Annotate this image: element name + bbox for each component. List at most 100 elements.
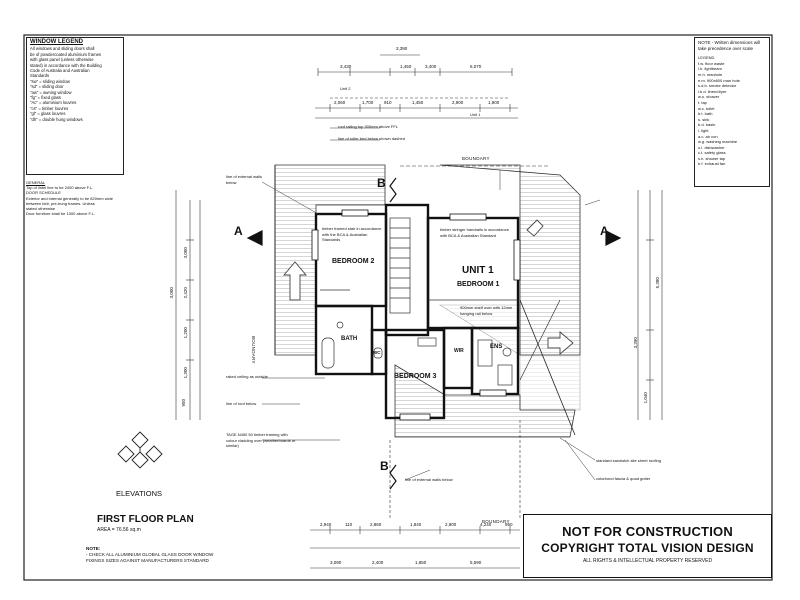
- unit-label: Unit 1: [470, 112, 481, 117]
- dim-label: 2,900: [452, 100, 464, 105]
- legend-line: "aw" = awning window: [30, 89, 72, 95]
- annotation-robe: 900mm shelf over with 12mm hanging rail …: [460, 305, 513, 316]
- dim-label: 950: [180, 399, 186, 407]
- dim-label: 1,850: [415, 560, 427, 565]
- plan-notes-title: NOTE:: [86, 546, 101, 551]
- dim-label: 1,450: [400, 64, 412, 69]
- room-label-bedroom-2: BEDROOM 2: [332, 258, 375, 265]
- general-line: Door furniture shall be 1000 above F.L.: [26, 211, 95, 217]
- general-line: DOOR SCHEDULE: [26, 190, 61, 196]
- notes-line: e.m. 900x600 man hole: [698, 77, 740, 83]
- dim-label: 2,400: [372, 560, 384, 565]
- notes-line: w.o. shower: [698, 94, 720, 100]
- plan-notes: NOTE: - CHECK ALL ALUMINIUM GLOBAL GLASS…: [86, 546, 256, 564]
- notes-line: m.h. manhole: [698, 71, 723, 77]
- dim-label: 5,380: [654, 277, 660, 289]
- room-label-bedroom-3: BEDROOM 3: [394, 373, 437, 380]
- annotation-stair: timber framed stair in accordance with t…: [322, 226, 382, 243]
- legend-line: with glass panel (unless otherwise: [30, 57, 94, 63]
- legend-line: "fg" = fixed glass: [30, 95, 62, 101]
- annotation-handrail: timber stringer handrails in accordance …: [440, 227, 509, 238]
- annotation-raked-ceiling: raked ceiling as outside: [226, 374, 268, 379]
- dim-label: 2,060: [334, 100, 346, 105]
- dim-label: 6,070: [470, 64, 482, 69]
- notes-line: s.h. shower tap: [698, 155, 726, 161]
- annotation-roller-bed: line of roller bed below shown dashed: [338, 136, 405, 141]
- dim-label: 2,420: [182, 287, 188, 299]
- notes-line: w.g. washing machine: [698, 139, 738, 145]
- elevations-label: ELEVATIONS: [116, 489, 162, 498]
- window-legend-title: WINDOW LEGEND: [30, 39, 83, 45]
- dim-label: 2,900: [445, 522, 457, 527]
- dim-label: 3,400: [425, 64, 437, 69]
- room-label-bath: BATH: [341, 336, 358, 342]
- notes-line: l. light: [698, 127, 709, 133]
- dim-label: 2,860: [370, 522, 382, 527]
- interior-details: [320, 217, 518, 386]
- notes-line: c.t. safety glass: [698, 150, 726, 156]
- legend-line: "sw" = sliding window: [30, 78, 70, 84]
- title-block-line-1: NOT FOR CONSTRUCTION: [562, 524, 733, 539]
- dim-label: 1,900: [488, 100, 500, 105]
- room-label-ens: ENS: [490, 344, 503, 350]
- window-legend: WINDOW LEGEND All windows and sliding do…: [26, 37, 124, 175]
- section-markers: [246, 177, 622, 490]
- dim-label: 950: [505, 522, 513, 527]
- legend-line: All windows and sliding doors shall: [30, 46, 95, 52]
- room-label-unit-1: UNIT 1: [462, 265, 494, 276]
- annotation-wall-line: line of external walls below: [405, 477, 453, 482]
- dim-label: 110: [345, 522, 353, 527]
- legend-line: Standards: [30, 73, 50, 79]
- dim-label: 3,430: [340, 64, 352, 69]
- legend-line: "gl" = glass louvres: [30, 111, 66, 117]
- unit-label: Unit 2: [340, 86, 351, 91]
- notes-line: s. sink: [698, 116, 710, 122]
- plan-note-line: FIXINGS SIZES AGAINST MANUFACTURERS STAN…: [86, 558, 209, 563]
- dim-label: 3,090: [330, 560, 342, 565]
- general-line: between bldr, pre-hung frames. Unless: [26, 200, 95, 206]
- legend-line: "sd" = sliding door: [30, 84, 64, 90]
- title-block-line-2: COPYRIGHT TOTAL VISION DESIGN: [541, 541, 754, 555]
- dim-label: 1,040: [642, 392, 648, 404]
- dim-label: 1,200: [182, 327, 188, 339]
- dim-label: 1,450: [412, 100, 424, 105]
- room-label-wc: WC: [373, 350, 381, 355]
- notes-line: s.d.b. smoke detector: [698, 83, 737, 89]
- legend-line: "dh" = double hung windows: [30, 116, 83, 122]
- boundary-label-left: BOUNDARY: [251, 336, 256, 364]
- general-line: Top of lintel line to be 2400 above F.L.: [26, 185, 94, 191]
- title-block-line-3: ALL RIGHTS & INTELLECTUAL PROPERTY RESER…: [582, 558, 713, 564]
- notes-line: a.c. air con: [698, 133, 718, 139]
- annotation-framing: TAGE.N450 50 timber framing with colour …: [226, 432, 296, 449]
- legend-line: "Ac" = aluminium louvres: [30, 100, 77, 106]
- windows: [311, 209, 521, 421]
- dim-label: 910: [384, 100, 392, 105]
- boundary-label-top: BOUNDARY: [462, 156, 490, 161]
- leader-lines: [261, 127, 601, 481]
- dim-label: 1,300: [182, 367, 188, 379]
- notes-line: f.w. floor waste: [698, 60, 725, 66]
- boundary-label-bottom: BOUNDARY: [482, 519, 510, 524]
- dim-label: 2,940: [320, 522, 332, 527]
- dim-label: 3,390: [632, 337, 638, 349]
- room-label-bedroom-1: BEDROOM 1: [457, 281, 500, 288]
- dim-label: 3,000: [182, 247, 188, 259]
- general-notes: GENERAL Top of lintel line to be 2400 ab…: [26, 180, 146, 228]
- annotation-gutter: colorbond fascia & quad gutter: [596, 476, 651, 481]
- plan-note-line: - CHECK ALL ALUMINIUM GLOBAL GLASS DOOR …: [86, 552, 214, 557]
- dim-label: 5,590: [470, 560, 482, 565]
- dim-label: 4,240: [480, 522, 492, 527]
- notes-legend: NOTE - Written dimensions will take prec…: [694, 37, 770, 187]
- elevations-compass: [117, 431, 163, 469]
- fall-arrows: [283, 219, 574, 355]
- dimension-lines: [175, 54, 663, 569]
- notes-title: NOTE - Written dimensions will take prec…: [698, 40, 761, 51]
- dim-label: 3,390: [396, 46, 408, 51]
- general-title: GENERAL: [26, 180, 46, 185]
- notes-line: b.t. bath: [698, 111, 713, 117]
- dim-label: 1,840: [410, 522, 422, 527]
- notes-line: l.b.d. linen/dryer: [698, 88, 727, 94]
- sheet-border: [23, 34, 773, 581]
- annotation-roof-railing: roof railing top 300mm above FFL: [338, 124, 399, 129]
